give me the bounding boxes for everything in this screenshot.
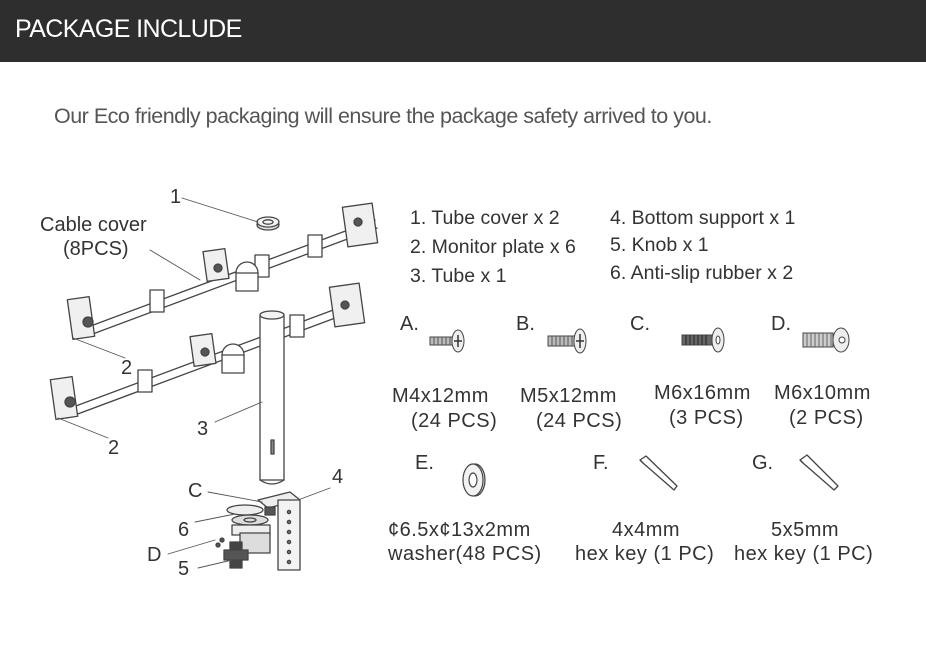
list-item: 2. Monitor plate x 6 bbox=[410, 236, 576, 258]
upper-arm-assembly bbox=[66, 202, 379, 340]
hardware-letter-g: G. bbox=[752, 452, 774, 474]
phillips-screw-icon bbox=[547, 328, 587, 354]
hardware-qty-g: hex key (1 PC) bbox=[734, 543, 874, 565]
hardware-spec-g: 5x5mm bbox=[771, 519, 840, 541]
hardware-spec-b: M5x12mm bbox=[520, 385, 617, 407]
hardware-qty-d: (2 PCS) bbox=[789, 407, 864, 429]
callout-cable-cover-qty: (8PCS) bbox=[63, 238, 129, 260]
callout-cable-cover: Cable cover bbox=[40, 214, 147, 236]
subtitle-text: Our Eco friendly packaging will ensure t… bbox=[54, 104, 712, 128]
button-head-screw-icon bbox=[802, 327, 850, 353]
hardware-qty-b: (24 PCS) bbox=[536, 410, 623, 432]
callout-4: 4 bbox=[332, 466, 344, 488]
hardware-spec-e: ¢6.5x¢13x2mm bbox=[388, 519, 531, 541]
tube-cover-part bbox=[256, 216, 280, 231]
callout-3: 3 bbox=[197, 418, 209, 440]
hardware-qty-a: (24 PCS) bbox=[411, 410, 498, 432]
monitor-mount-drawing bbox=[49, 197, 379, 571]
washer-icon bbox=[462, 463, 486, 497]
list-item: 1. Tube cover x 2 bbox=[410, 207, 560, 229]
hardware-qty-f: hex key (1 PC) bbox=[575, 543, 715, 565]
tube-part bbox=[259, 310, 285, 485]
callout-c: C bbox=[188, 480, 203, 502]
hardware-spec-c: M6x16mm bbox=[654, 382, 751, 404]
list-item: 4. Bottom support x 1 bbox=[610, 207, 796, 229]
callout-6: 6 bbox=[178, 519, 190, 541]
phillips-screw-icon bbox=[429, 329, 465, 353]
callout-5: 5 bbox=[178, 558, 190, 580]
hex-key-icon bbox=[799, 454, 839, 491]
callout-2-upper: 2 bbox=[121, 357, 133, 379]
hardware-letter-d: D. bbox=[771, 313, 791, 335]
header-bar: PACKAGE INCLUDE bbox=[0, 0, 926, 62]
knob-part bbox=[215, 537, 249, 569]
list-item: 5. Knob x 1 bbox=[610, 234, 709, 256]
callout-1: 1 bbox=[170, 186, 182, 208]
list-item: 6. Anti-slip rubber x 2 bbox=[610, 262, 794, 284]
callout-d: D bbox=[147, 544, 162, 566]
hardware-spec-f: 4x4mm bbox=[612, 519, 681, 541]
hardware-letter-f: F. bbox=[593, 452, 609, 474]
hardware-spec-a: M4x12mm bbox=[392, 385, 489, 407]
hardware-letter-a: A. bbox=[400, 313, 419, 335]
hardware-qty-c: (3 PCS) bbox=[669, 407, 744, 429]
hardware-letter-e: E. bbox=[415, 452, 434, 474]
hardware-letter-c: C. bbox=[630, 313, 650, 335]
hardware-qty-e: washer(48 PCS) bbox=[388, 543, 542, 565]
hardware-spec-d: M6x10mm bbox=[774, 382, 871, 404]
lower-arm-assembly bbox=[49, 282, 366, 420]
callout-leaders bbox=[57, 197, 331, 569]
list-item: 3. Tube x 1 bbox=[410, 265, 507, 287]
hardware-letter-b: B. bbox=[516, 313, 535, 335]
clamp-plates bbox=[226, 504, 271, 554]
hex-socket-screw-icon bbox=[681, 327, 725, 353]
hex-key-icon bbox=[639, 455, 678, 491]
bottom-support-part bbox=[257, 491, 301, 571]
page-title: PACKAGE INCLUDE bbox=[15, 15, 242, 43]
callout-2-lower: 2 bbox=[108, 437, 120, 459]
